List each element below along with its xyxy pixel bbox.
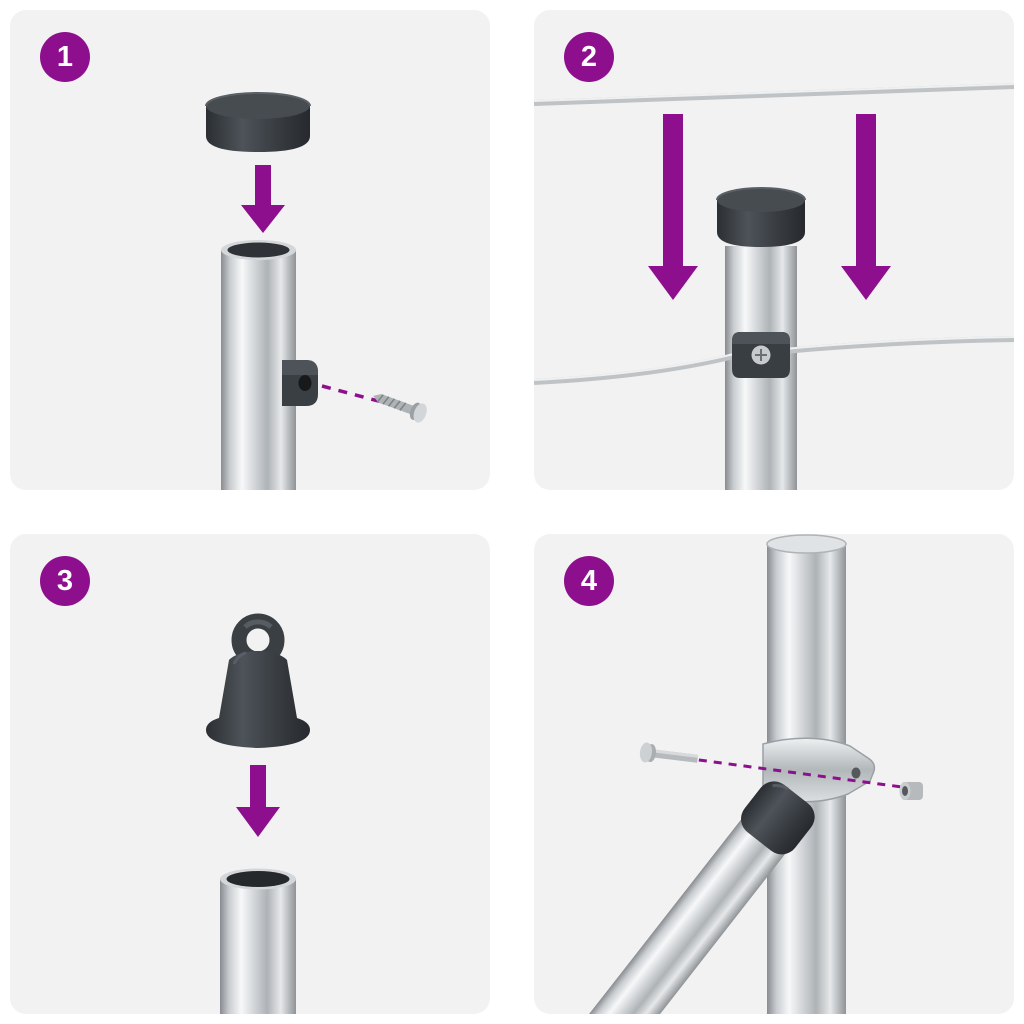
step-2-number: 2 xyxy=(580,40,598,73)
bolt-icon xyxy=(639,742,699,763)
dashed-guide-line xyxy=(321,384,383,404)
screw-icon xyxy=(373,394,427,423)
cable-clamp-icon xyxy=(282,360,318,406)
post-opening-icon xyxy=(220,868,296,1014)
wire-top-icon xyxy=(534,83,1014,106)
wire-through-clamp-icon xyxy=(534,336,1014,385)
arrow-down-icon xyxy=(241,165,285,233)
diagonal-brace-icon xyxy=(535,781,815,1014)
post-cap-icon xyxy=(205,92,311,152)
step-1-number: 1 xyxy=(56,40,74,73)
step-3-badge: 3 xyxy=(40,556,90,606)
nut-icon xyxy=(899,782,923,800)
step-4-number: 4 xyxy=(580,564,598,597)
band-bolt-hole xyxy=(851,767,861,779)
arrow-down-icon xyxy=(841,114,891,300)
step-panel-2: 2 xyxy=(534,10,1014,490)
wire-clamp-icon xyxy=(732,332,790,378)
step-panel-4: 4 xyxy=(534,534,1014,1014)
step-3-number: 3 xyxy=(56,564,74,597)
step-panel-1: 1 xyxy=(10,10,490,490)
step-1-illustration xyxy=(205,92,427,490)
eyelet-cap-icon xyxy=(206,613,310,748)
step-4-badge: 4 xyxy=(564,556,614,606)
arrow-down-icon xyxy=(236,765,280,837)
dashed-guide-line xyxy=(683,756,903,789)
clamp-screw-slot xyxy=(755,349,767,361)
step-1-badge: 1 xyxy=(40,32,90,82)
step-2-illustration xyxy=(534,83,1014,490)
step-3-illustration xyxy=(206,613,310,1014)
step-2-badge: 2 xyxy=(564,32,614,82)
step-panel-3: 3 xyxy=(10,534,490,1014)
arrow-down-icon xyxy=(648,114,698,300)
step-4-illustration xyxy=(535,534,923,1014)
